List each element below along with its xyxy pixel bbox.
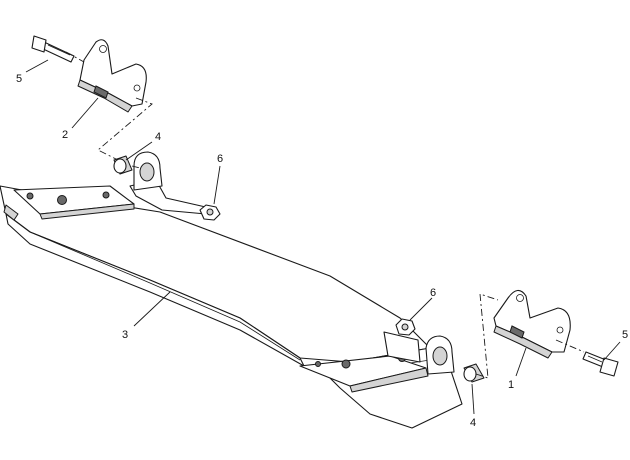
callout-5-lower: 5 (622, 329, 628, 341)
plate-nut-left-3 (26, 192, 34, 200)
plate-nut-left-1 (57, 195, 67, 205)
left-bracket (77, 39, 147, 113)
callout-1: 1 (508, 379, 514, 391)
callout-2: 2 (62, 129, 68, 141)
bolt-upper-left (31, 35, 75, 63)
deflector-panel (0, 185, 463, 429)
left-pivot-mount (129, 151, 211, 215)
right-bracket (493, 289, 571, 359)
left-mounting-plate (13, 185, 135, 220)
nut-upper (199, 204, 221, 221)
callout-6-upper: 6 (217, 153, 223, 165)
callout-labels: 5 2 4 6 3 6 1 5 4 (16, 73, 628, 429)
callout-6-lower: 6 (430, 287, 436, 299)
callout-3: 3 (122, 329, 128, 341)
nut-lower (395, 318, 416, 336)
callout-4-upper: 4 (155, 131, 161, 143)
bolt-lower-right (582, 351, 619, 377)
callout-5-upper: 5 (16, 73, 22, 85)
right-pivot-mount (383, 331, 455, 375)
spacer-upper (113, 155, 133, 175)
assembly-centerlines (65, 51, 585, 379)
plate-nut-left-2 (102, 191, 110, 199)
leader-lines (25, 59, 621, 415)
plate-nut-right-3 (315, 361, 321, 367)
plate-nut-right-1 (341, 359, 351, 369)
spacer-lower (463, 363, 485, 383)
callout-4-lower: 4 (470, 417, 476, 429)
